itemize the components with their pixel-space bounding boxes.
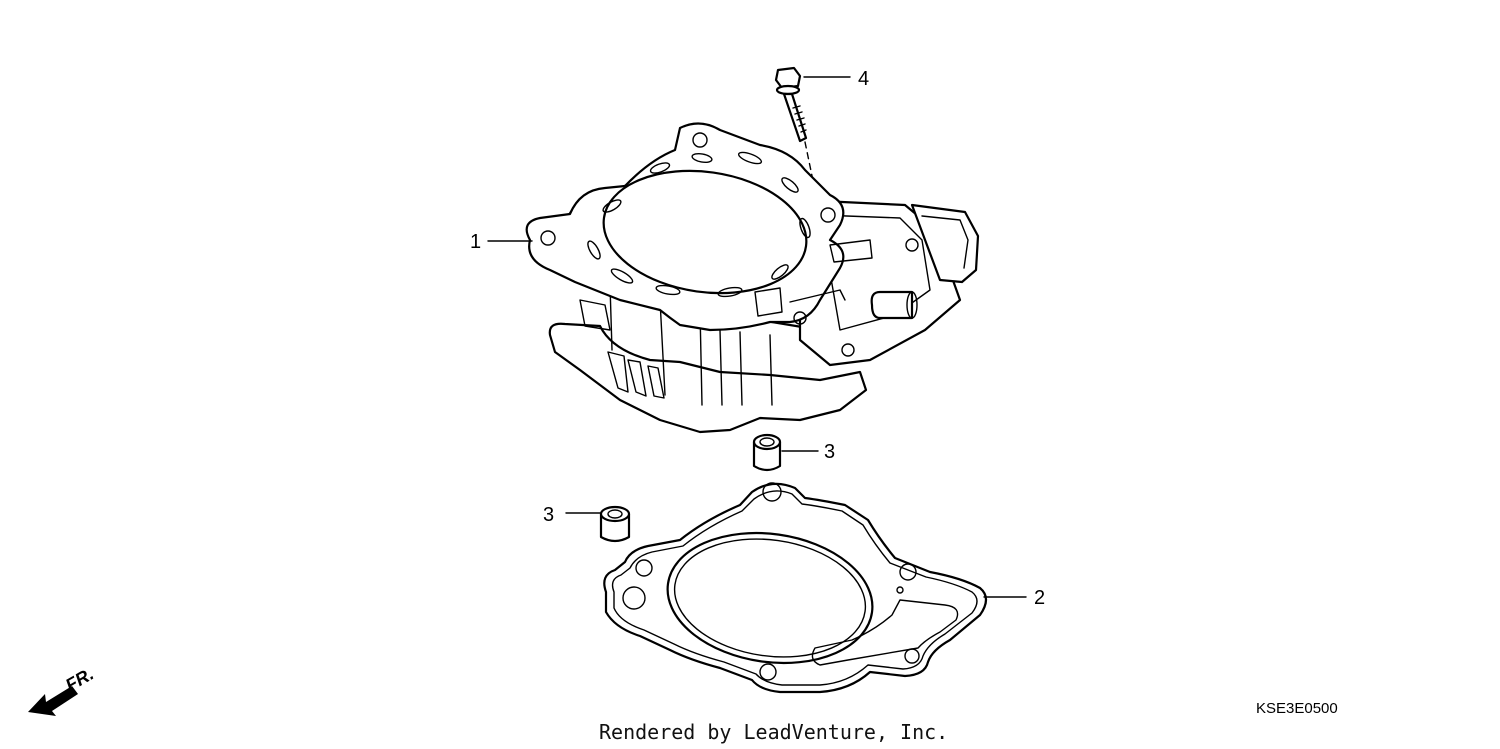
dowel-pin-lower[interactable]: [599, 505, 631, 543]
cylinder[interactable]: [525, 122, 980, 434]
front-arrow-icon: [28, 686, 78, 716]
cylinder-gasket[interactable]: [603, 482, 988, 694]
callout-2[interactable]: 2: [1034, 587, 1045, 609]
callout-3-lower[interactable]: 3: [543, 504, 554, 526]
callout-1[interactable]: 1: [470, 231, 481, 253]
diagram-code: KSE3E0500: [1256, 700, 1338, 717]
front-direction-marker: FR.: [28, 664, 97, 716]
footer-credit: Rendered by LeadVenture, Inc.: [599, 720, 948, 744]
dowel-pin-upper[interactable]: [752, 433, 782, 472]
callout-3-upper[interactable]: 3: [824, 441, 835, 463]
callout-4[interactable]: 4: [858, 68, 869, 90]
